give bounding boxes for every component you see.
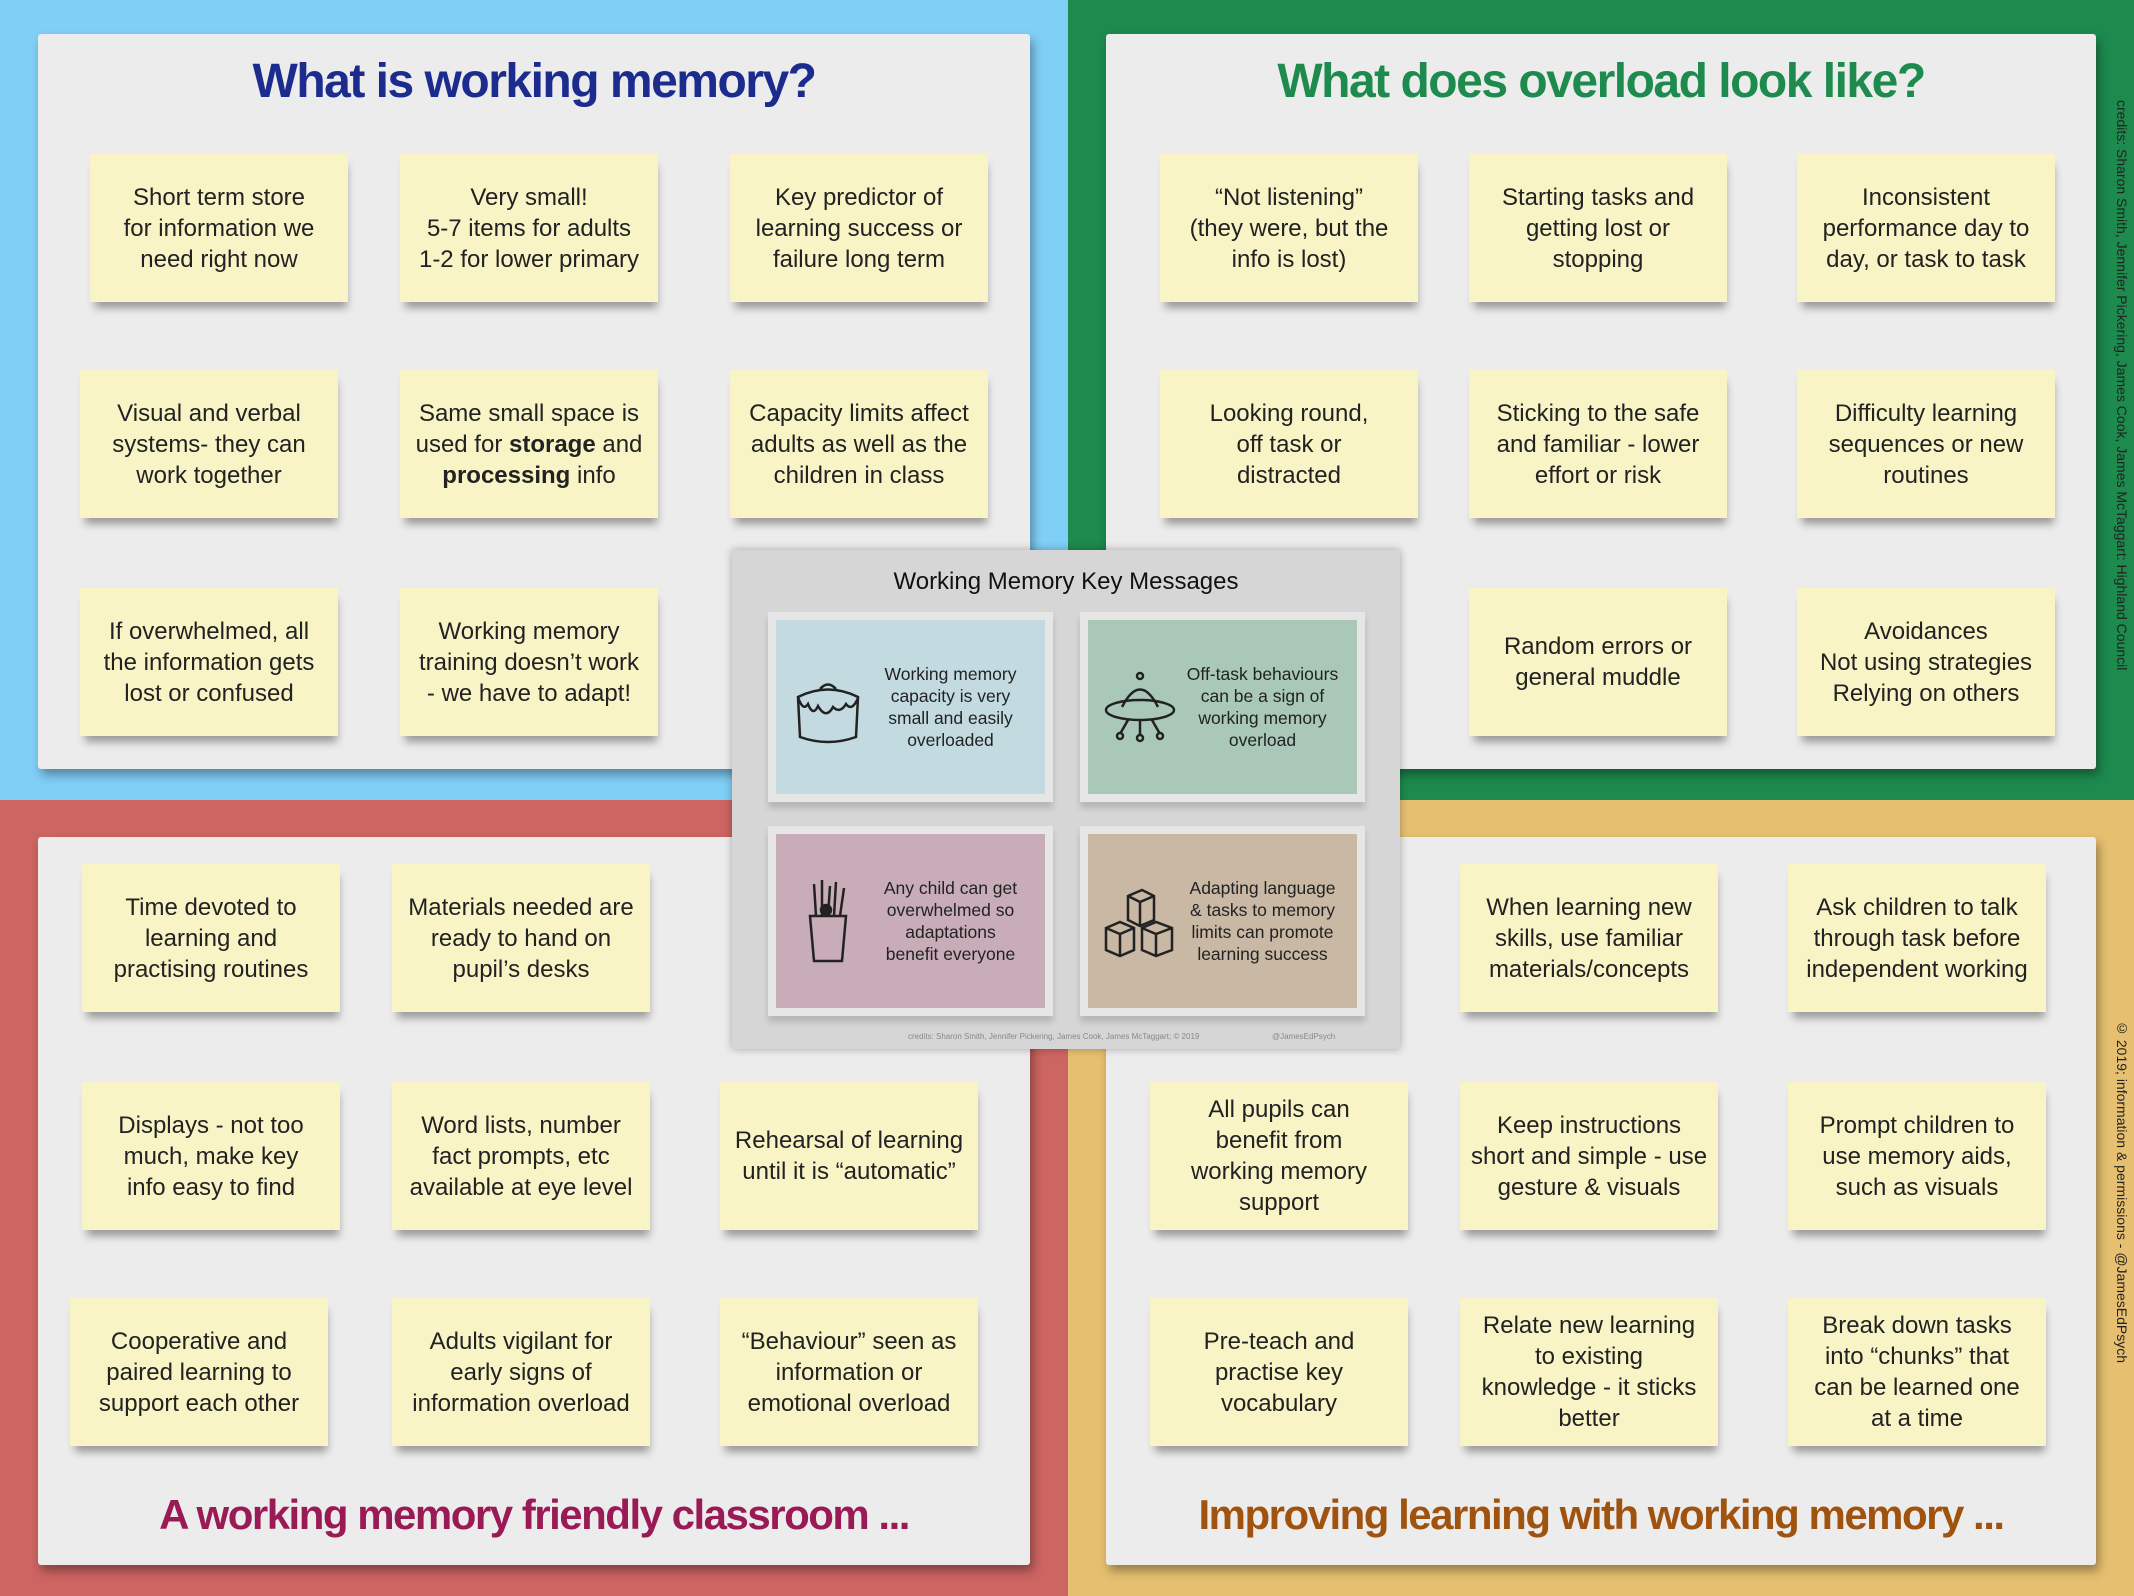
sticky-note: Avoidances Not using strategies Relying … (1797, 588, 2055, 736)
side-copyright: © 2019; information & permissions - @Jam… (2114, 1020, 2130, 1364)
sticky-note: Starting tasks and getting lost or stopp… (1469, 154, 1727, 302)
key-messages-title: Working Memory Key Messages (893, 568, 1239, 595)
blocks-icon (1104, 888, 1174, 958)
sticky-note: Displays - not too much, make key info e… (82, 1082, 340, 1230)
sticky-note: Ask children to talk through task before… (1788, 864, 2046, 1012)
side-credits: credits: Sharon Smith, Jennifer Pickerin… (2114, 100, 2130, 671)
key-message: Adapting language & tasks to memory limi… (1080, 826, 1365, 1016)
sticky-note: Relate new learning to existing knowledg… (1460, 1298, 1718, 1446)
key-messages-handle: @JamesEdPsych (1272, 1032, 1336, 1041)
sticky-note: Same small space is used for storage and… (400, 370, 658, 518)
title-friendly-classroom: A working memory friendly classroom ... (159, 1491, 910, 1538)
key-message: Off-task behaviours can be a sign of wor… (1080, 612, 1365, 802)
overflowing-pot-icon (796, 683, 860, 744)
key-messages-credits: credits: Sharon Smith, Jennifer Pickerin… (908, 1032, 1200, 1041)
sticky-note: Prompt children to use memory aids, such… (1788, 1082, 2046, 1230)
sticky-note: “Behaviour” seen as information or emoti… (720, 1298, 978, 1446)
ufo-icon (1104, 671, 1176, 743)
sticky-note: Difficulty learning sequences or new rou… (1797, 370, 2055, 518)
sticky-note: Capacity limits affect adults as well as… (730, 370, 988, 518)
sticky-note: Adults vigilant for early signs of infor… (392, 1298, 650, 1446)
sticky-note: When learning new skills, use familiar m… (1460, 864, 1718, 1012)
sticky-note: Inconsistent performance day to day, or … (1797, 154, 2055, 302)
title-what-is-working-memory: What is working memory? (252, 55, 817, 108)
sticky-note: All pupils can benefit from working memo… (1150, 1082, 1408, 1230)
sticky-note: Short term store for information we need… (90, 154, 348, 302)
sticky-note: If overwhelmed, all the information gets… (80, 588, 338, 736)
sticky-note: Very small! 5-7 items for adults 1-2 for… (400, 154, 658, 302)
sticky-note: Time devoted to learning and practising … (82, 864, 340, 1012)
sticky-note: Break down tasks into “chunks” that can … (1788, 1298, 2046, 1446)
sticky-note: Pre-teach and practise key vocabulary (1150, 1298, 1408, 1446)
sticky-note: Random errors or general muddle (1469, 588, 1727, 736)
sticky-note: Looking round, off task or distracted (1160, 370, 1418, 518)
sticky-note: Sticking to the safe and familiar - lowe… (1469, 370, 1727, 518)
sticky-note: Visual and verbal systems- they can work… (80, 370, 338, 518)
sticky-note: Key predictor of learning success or fai… (730, 154, 988, 302)
sticky-note: Working memory training doesn’t work - w… (400, 588, 658, 736)
sticky-note: Word lists, number fact prompts, etc ava… (392, 1082, 650, 1230)
title-overload: What does overload look like? (1277, 55, 1926, 108)
sticky-note: Cooperative and paired learning to suppo… (70, 1298, 328, 1446)
key-message: Any child can get overwhelmed so adaptat… (768, 826, 1053, 1016)
key-messages-card: Working Memory Key Messages Working memo… (732, 550, 1400, 1049)
sticky-note: Materials needed are ready to hand on pu… (392, 864, 650, 1012)
sticky-note: Rehearsal of learning until it is “autom… (720, 1082, 978, 1230)
pencil-pot-icon (808, 880, 848, 963)
sticky-note: Keep instructions short and simple - use… (1460, 1082, 1718, 1230)
key-message: Working memory capacity is very small an… (768, 612, 1053, 802)
sticky-note: “Not listening” (they were, but the info… (1160, 154, 1418, 302)
title-improving-learning: Improving learning with working memory .… (1198, 1491, 2005, 1538)
